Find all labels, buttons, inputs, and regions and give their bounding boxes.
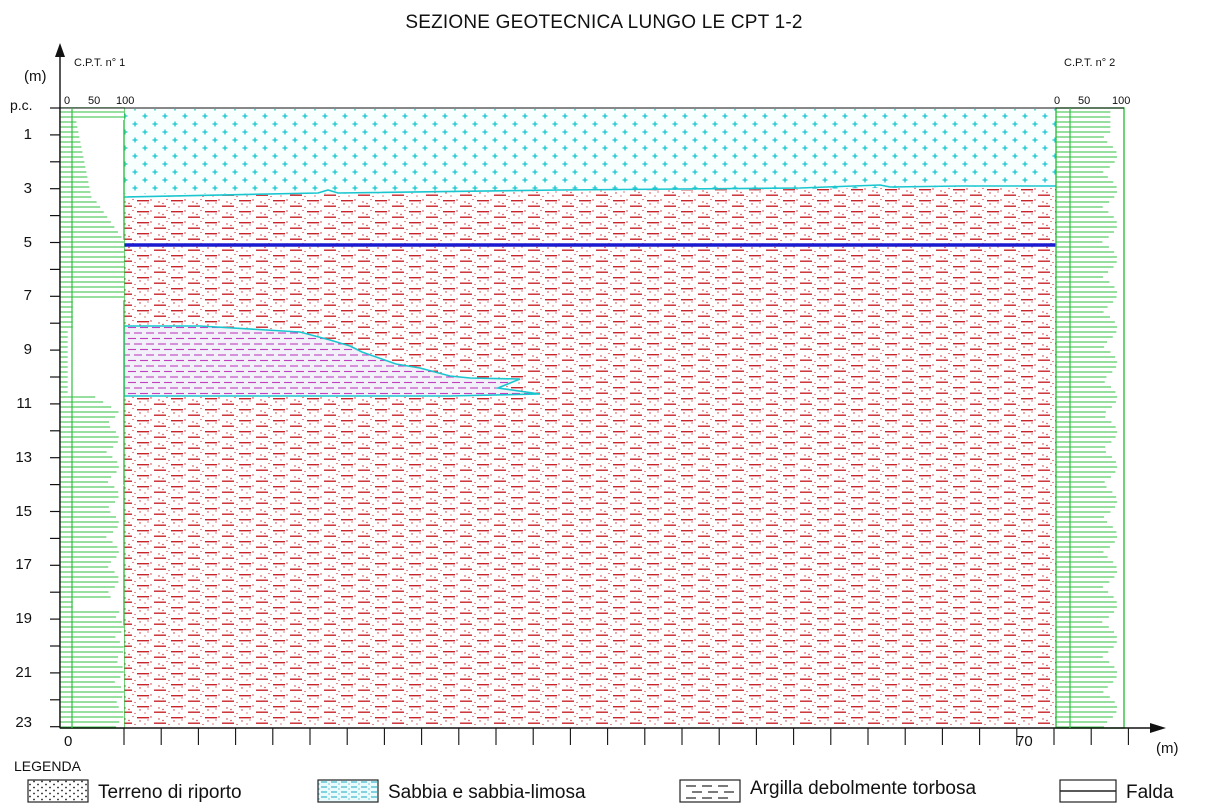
legend-heading: LEGENDA — [14, 758, 81, 774]
riporto-layer — [124, 109, 1056, 194]
cpt2-scale-50: 50 — [1078, 95, 1091, 107]
depth-label: 15 — [15, 502, 32, 520]
surface-label: p.c. — [10, 97, 33, 113]
depth-label: 19 — [15, 610, 32, 628]
cpt1-label: C.P.T. n° 1 — [74, 57, 126, 69]
depth-label: 11 — [16, 394, 32, 412]
legend-label-sabbia: Sabbia e sabbia-limosa — [388, 782, 586, 803]
depth-label: 1 — [23, 125, 32, 143]
clay-layer — [124, 186, 1056, 727]
cpt1-scale-0: 0 — [64, 95, 71, 107]
depth-label: 23 — [15, 713, 32, 731]
depth-label: 9 — [23, 341, 32, 359]
cpt1-profile — [60, 108, 124, 728]
distance-axis-unit: (m) — [1156, 740, 1179, 757]
depth-label: 5 — [23, 233, 32, 251]
legend-label-falda: Falda — [1126, 782, 1174, 803]
cpt2-log — [1055, 107, 1125, 729]
legend-label-riporto: Terreno di riporto — [98, 782, 242, 803]
cpt2-label: C.P.T. n° 2 — [1064, 57, 1116, 69]
depth-label: 7 — [23, 287, 32, 305]
peat-lens — [123, 325, 541, 397]
legend-swatch-falda — [1059, 779, 1117, 803]
cpt1-scale-100: 100 — [116, 95, 135, 107]
cpt2-scale-0: 0 — [1054, 95, 1061, 107]
cpt1-log — [59, 107, 125, 729]
distance-axis-end: 70 — [1016, 733, 1033, 750]
depth-label: 17 — [15, 556, 32, 574]
depth-label: 13 — [15, 448, 32, 466]
legend-swatch-riporto — [27, 779, 89, 803]
depth-label: 3 — [23, 179, 32, 197]
depth-label: 21 — [15, 663, 32, 681]
depth-axis-arrow — [55, 43, 65, 57]
legend-swatch-sabbia — [317, 779, 379, 803]
distance-axis-start: 0 — [64, 733, 73, 750]
page-title: SEZIONE GEOTECNICA LUNGO LE CPT 1-2 — [405, 12, 803, 33]
legend-label-argilla: Argilla debolmente torbosa — [750, 778, 977, 799]
cpt2-scale-100: 100 — [1112, 95, 1131, 107]
depth-axis-unit: (m) — [24, 68, 47, 85]
cpt1-scale-50: 50 — [88, 95, 101, 107]
distance-axis-arrow — [1150, 723, 1166, 733]
legend-swatch-argilla — [679, 779, 741, 803]
riporto-clay-boundary — [123, 184, 1056, 198]
